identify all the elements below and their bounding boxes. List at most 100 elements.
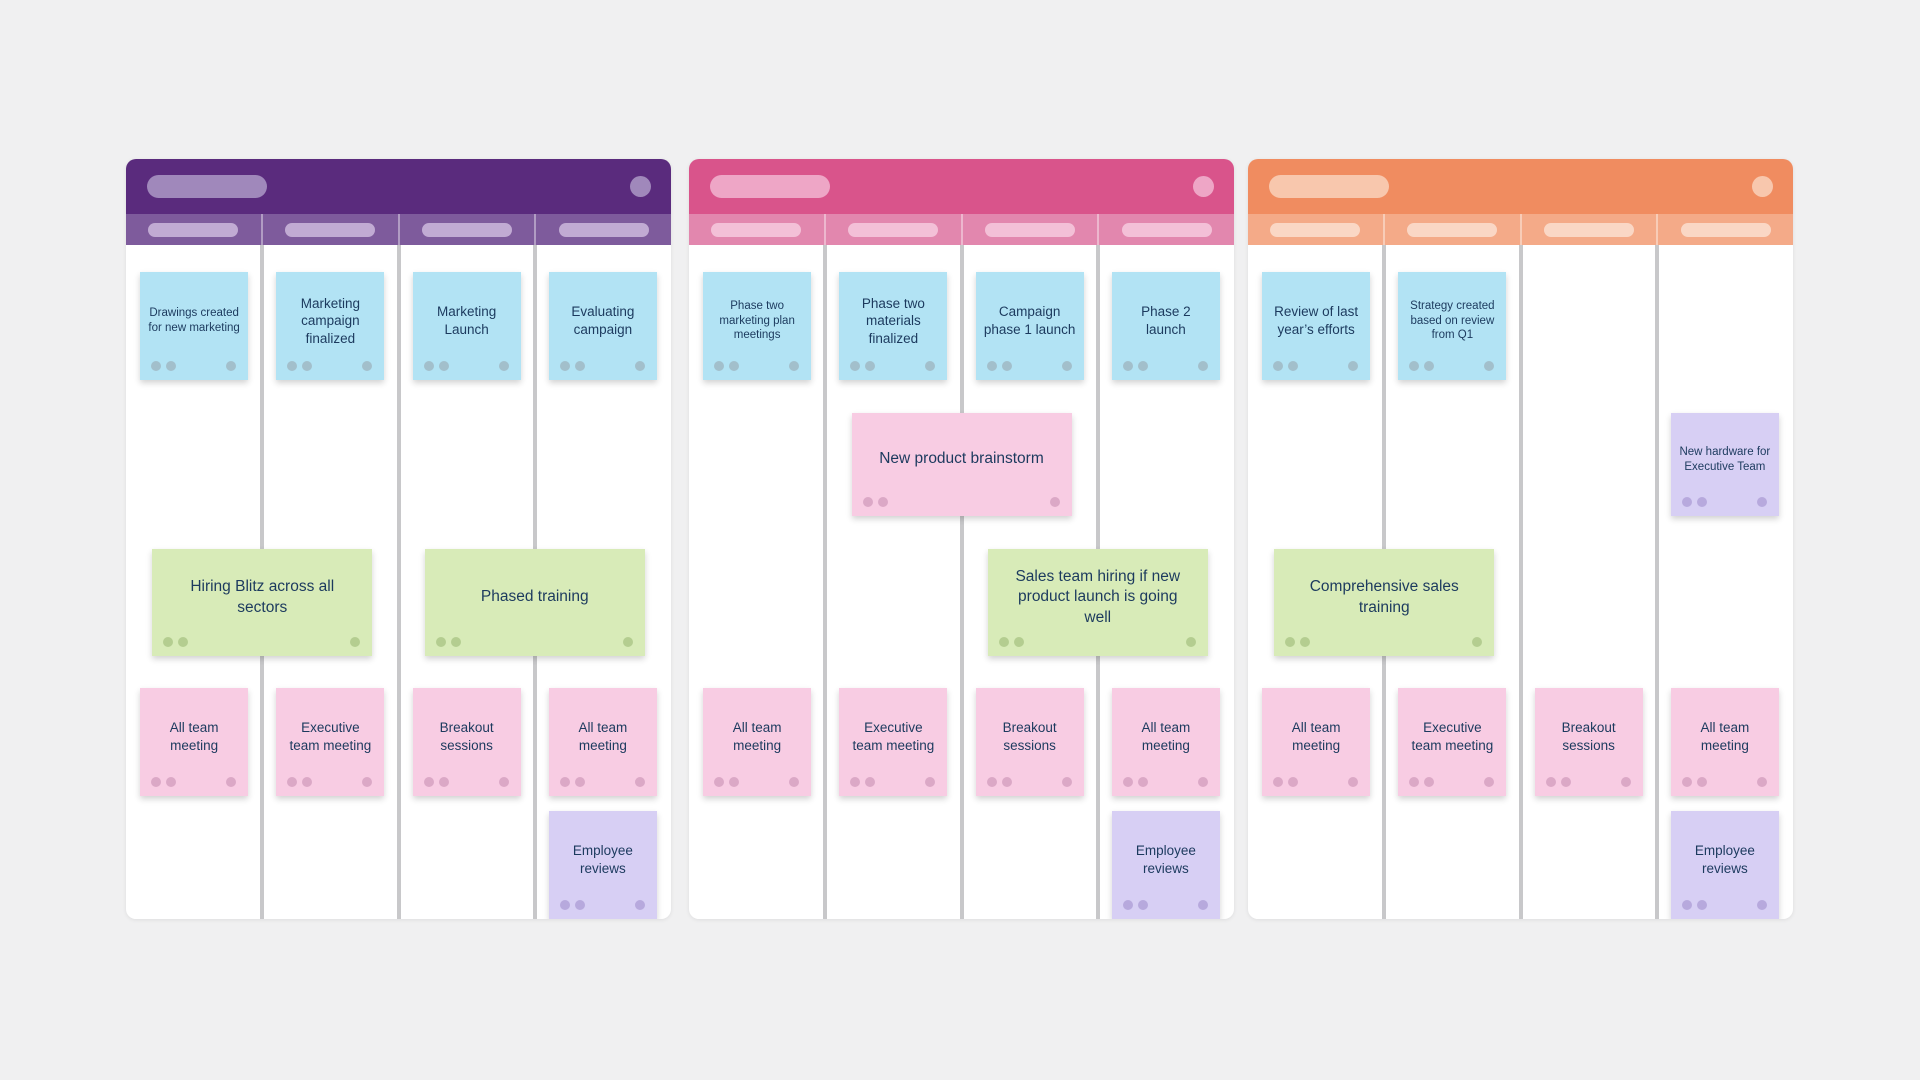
card-dot-icon (1409, 361, 1420, 371)
card-dot-icon (1001, 777, 1012, 787)
column-divider (1518, 245, 1523, 919)
card-dot-icon (1484, 361, 1495, 371)
sticky-card[interactable]: All team meeting (140, 688, 249, 796)
sticky-card[interactable]: Employee reviews (1111, 811, 1220, 919)
sticky-card[interactable]: Executive team meeting (276, 688, 385, 796)
card-dot-icon (1409, 777, 1420, 787)
column-header-3 (397, 214, 535, 245)
sticky-card[interactable]: Drawings created for new marketing (140, 272, 249, 380)
card-dot-icon (302, 361, 313, 371)
sticky-card[interactable]: Phase 2 launch (1111, 272, 1220, 380)
sticky-card[interactable]: Executive team meeting (839, 688, 948, 796)
card-dot-icon (450, 637, 461, 647)
sticky-card-text: All team meeting (1291, 720, 1341, 753)
sticky-card[interactable]: Breakout sessions (975, 688, 1084, 796)
sticky-card-text: All team meeting (1700, 720, 1750, 753)
sticky-card[interactable]: Phased training (424, 549, 645, 656)
card-dot-icon (1197, 361, 1208, 371)
sticky-card[interactable]: New product brainstorm (851, 413, 1072, 516)
sticky-card-text: New hardware for Executive Team (1679, 445, 1771, 473)
card-dot-icon (714, 777, 725, 787)
card-dot-icon (423, 777, 434, 787)
sticky-card-text: New product brainstorm (879, 450, 1044, 468)
card-dot-icon (1273, 777, 1284, 787)
card-dot-icon (1137, 777, 1148, 787)
card-dot-icon (1756, 777, 1767, 787)
sticky-card[interactable]: Employee reviews (548, 811, 657, 919)
sticky-card[interactable]: Comprehensive sales training (1274, 549, 1495, 656)
card-dot-icon (1681, 777, 1692, 787)
card-dot-icon (1424, 777, 1435, 787)
column-header-1 (126, 214, 261, 245)
column-header-row (689, 214, 1234, 245)
sticky-card[interactable]: Phase two materials finalized (839, 272, 948, 380)
column-title-placeholder (848, 222, 939, 237)
card-dot-icon (986, 361, 997, 371)
sticky-card-text: Sales team hiring if new product launch … (1015, 568, 1181, 626)
panel-header (1248, 159, 1793, 214)
column-divider (396, 245, 401, 919)
card-dot-icon (1197, 777, 1208, 787)
column-header-4 (1097, 214, 1234, 245)
sticky-card-text: Breakout sessions (1002, 720, 1057, 753)
sticky-card[interactable]: Evaluating campaign (548, 272, 657, 380)
sticky-card[interactable]: Sales team hiring if new product launch … (987, 549, 1208, 656)
card-dot-icon (1013, 637, 1024, 647)
sticky-card[interactable]: Strategy created based on review from Q1 (1398, 272, 1507, 380)
card-dot-icon (362, 361, 373, 371)
sticky-card-text: Breakout sessions (1561, 720, 1616, 753)
sticky-card-text: Marketing campaign finalized (300, 295, 361, 346)
card-dot-icon (634, 361, 645, 371)
column-header-1 (689, 214, 824, 245)
sticky-card-text: Phase two marketing plan meetings (719, 299, 795, 342)
card-dot-icon (1197, 900, 1208, 910)
column-title-placeholder (148, 222, 239, 237)
sticky-card-text: Executive team meeting (1411, 720, 1494, 753)
card-dot-icon (302, 777, 313, 787)
sticky-card[interactable]: Review of last year’s efforts (1262, 272, 1371, 380)
card-dot-icon (1273, 361, 1284, 371)
card-dot-icon (865, 361, 876, 371)
card-dot-icon (498, 777, 509, 787)
sticky-card[interactable]: Marketing Launch (412, 272, 521, 380)
sticky-card[interactable]: All team meeting (1262, 688, 1371, 796)
sticky-card-text: Drawings created for new marketing (148, 307, 240, 334)
sticky-card[interactable]: Employee reviews (1670, 811, 1779, 919)
card-dot-icon (1696, 777, 1707, 787)
column-header-3 (1519, 214, 1657, 245)
card-dot-icon (877, 497, 888, 507)
sticky-card[interactable]: Breakout sessions (1534, 688, 1643, 796)
card-dot-icon (438, 361, 449, 371)
column-divider (959, 245, 964, 919)
card-dot-icon (226, 361, 237, 371)
sticky-card-text: Phased training (480, 588, 589, 606)
card-dot-icon (1285, 637, 1296, 647)
sticky-card[interactable]: New hardware for Executive Team (1670, 413, 1779, 516)
sticky-card[interactable]: Campaign phase 1 launch (975, 272, 1084, 380)
panel-1[interactable]: Drawings created for new marketing Market… (126, 159, 671, 919)
column-title-placeholder (1680, 222, 1771, 237)
column-header-4 (534, 214, 671, 245)
panel-body: Phase two marketing plan meetings Phase t… (689, 245, 1234, 919)
sticky-card[interactable]: Breakout sessions (412, 688, 521, 796)
sticky-card[interactable]: All team meeting (703, 688, 812, 796)
sticky-card-text: Executive team meeting (289, 720, 372, 753)
sticky-card[interactable]: All team meeting (1111, 688, 1220, 796)
card-dot-icon (350, 637, 361, 647)
card-dot-icon (163, 637, 174, 647)
sticky-card-text: Comprehensive sales training (1309, 578, 1459, 616)
sticky-card[interactable]: All team meeting (1670, 688, 1779, 796)
panel-2[interactable]: Phase two marketing plan meetings Phase t… (689, 159, 1234, 919)
card-dot-icon (574, 900, 585, 910)
sticky-card[interactable]: Phase two marketing plan meetings (703, 272, 812, 380)
sticky-card[interactable]: Hiring Blitz across all sectors (152, 549, 373, 656)
sticky-card[interactable]: All team meeting (548, 688, 657, 796)
column-title-placeholder (1543, 222, 1634, 237)
card-dot-icon (789, 361, 800, 371)
sticky-card[interactable]: Executive team meeting (1398, 688, 1507, 796)
sticky-card-text: Campaign phase 1 launch (983, 304, 1076, 337)
card-dot-icon (438, 777, 449, 787)
card-dot-icon (1137, 900, 1148, 910)
sticky-card[interactable]: Marketing campaign finalized (276, 272, 385, 380)
